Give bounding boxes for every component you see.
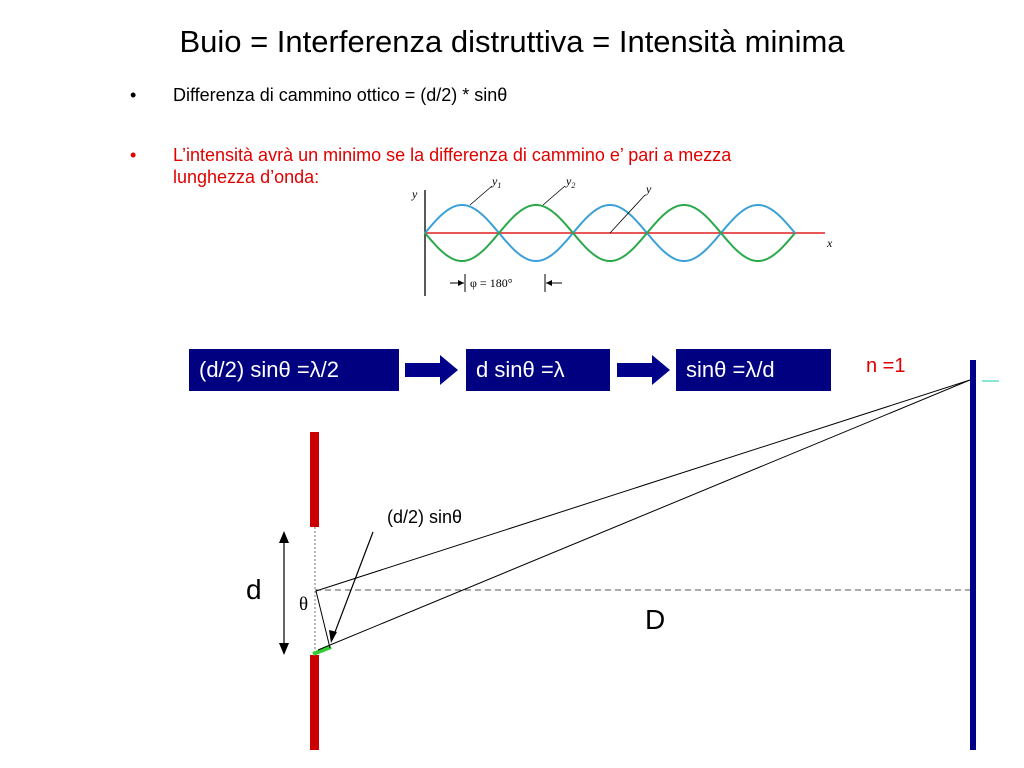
slit-spacing-arrow — [279, 531, 289, 655]
phase-arrowhead-right — [546, 280, 552, 286]
ray-lower — [317, 379, 971, 651]
slide-title: Buio = Interferenza distruttiva = Intens… — [179, 24, 845, 59]
angle-label: θ — [299, 594, 309, 615]
equation-box-half-wavelength: (d/2) sinθ =λ/2 — [189, 349, 399, 391]
arrow-right-icon — [405, 355, 458, 385]
arrow-up-icon — [279, 531, 289, 543]
wave-y1-curve — [424, 204, 796, 262]
arrow-down-icon — [279, 643, 289, 655]
slit-wall-bottom — [310, 655, 319, 750]
equation-box-wavelength: d sinθ =λ — [466, 349, 610, 391]
phase-arrowhead-left — [458, 280, 464, 286]
bullet-text: Differenza di cammino ottico = (d/2) * s… — [173, 85, 508, 105]
y1-pointer — [469, 185, 493, 206]
wave-y2-curve — [424, 204, 796, 262]
path-difference-label: (d/2) sinθ — [387, 507, 463, 527]
screen — [970, 360, 976, 750]
bullet-marker: • — [130, 145, 137, 165]
slit-spacing-label: d — [246, 574, 262, 605]
perpendicular-line — [315, 590, 331, 649]
phase-label: φ = 180° — [470, 276, 513, 290]
wave-y-axis-label: y — [411, 187, 418, 201]
pointer-arrowhead — [329, 630, 337, 643]
path-difference-pointer — [331, 531, 374, 641]
y-pointer — [609, 194, 646, 234]
y2-label: y2 — [565, 174, 575, 190]
screen-distance-label: D — [645, 604, 666, 635]
y-label: y — [645, 182, 652, 196]
arrow-right-icon — [617, 355, 670, 385]
wave-figure: y x y1 y2 y φ = 180° — [411, 174, 833, 296]
wave-x-axis-label: x — [826, 236, 833, 250]
ray-upper — [315, 379, 971, 592]
y1-label: y1 — [491, 174, 501, 190]
bullet-marker: • — [130, 85, 137, 105]
refractive-index-label: n =1 — [866, 355, 906, 377]
bullet-text-line2: lunghezza d’onda: — [173, 167, 320, 187]
y2-pointer — [542, 185, 566, 206]
path-difference-segment — [312, 645, 332, 656]
equation-box-sin-theta: sinθ =λ/d — [676, 349, 831, 391]
chain-arrows — [405, 355, 670, 385]
double-slit — [310, 432, 332, 750]
bullet-text-line1: L’intensità avrà un minimo se la differe… — [173, 145, 732, 165]
slit-wall-top — [310, 432, 319, 527]
